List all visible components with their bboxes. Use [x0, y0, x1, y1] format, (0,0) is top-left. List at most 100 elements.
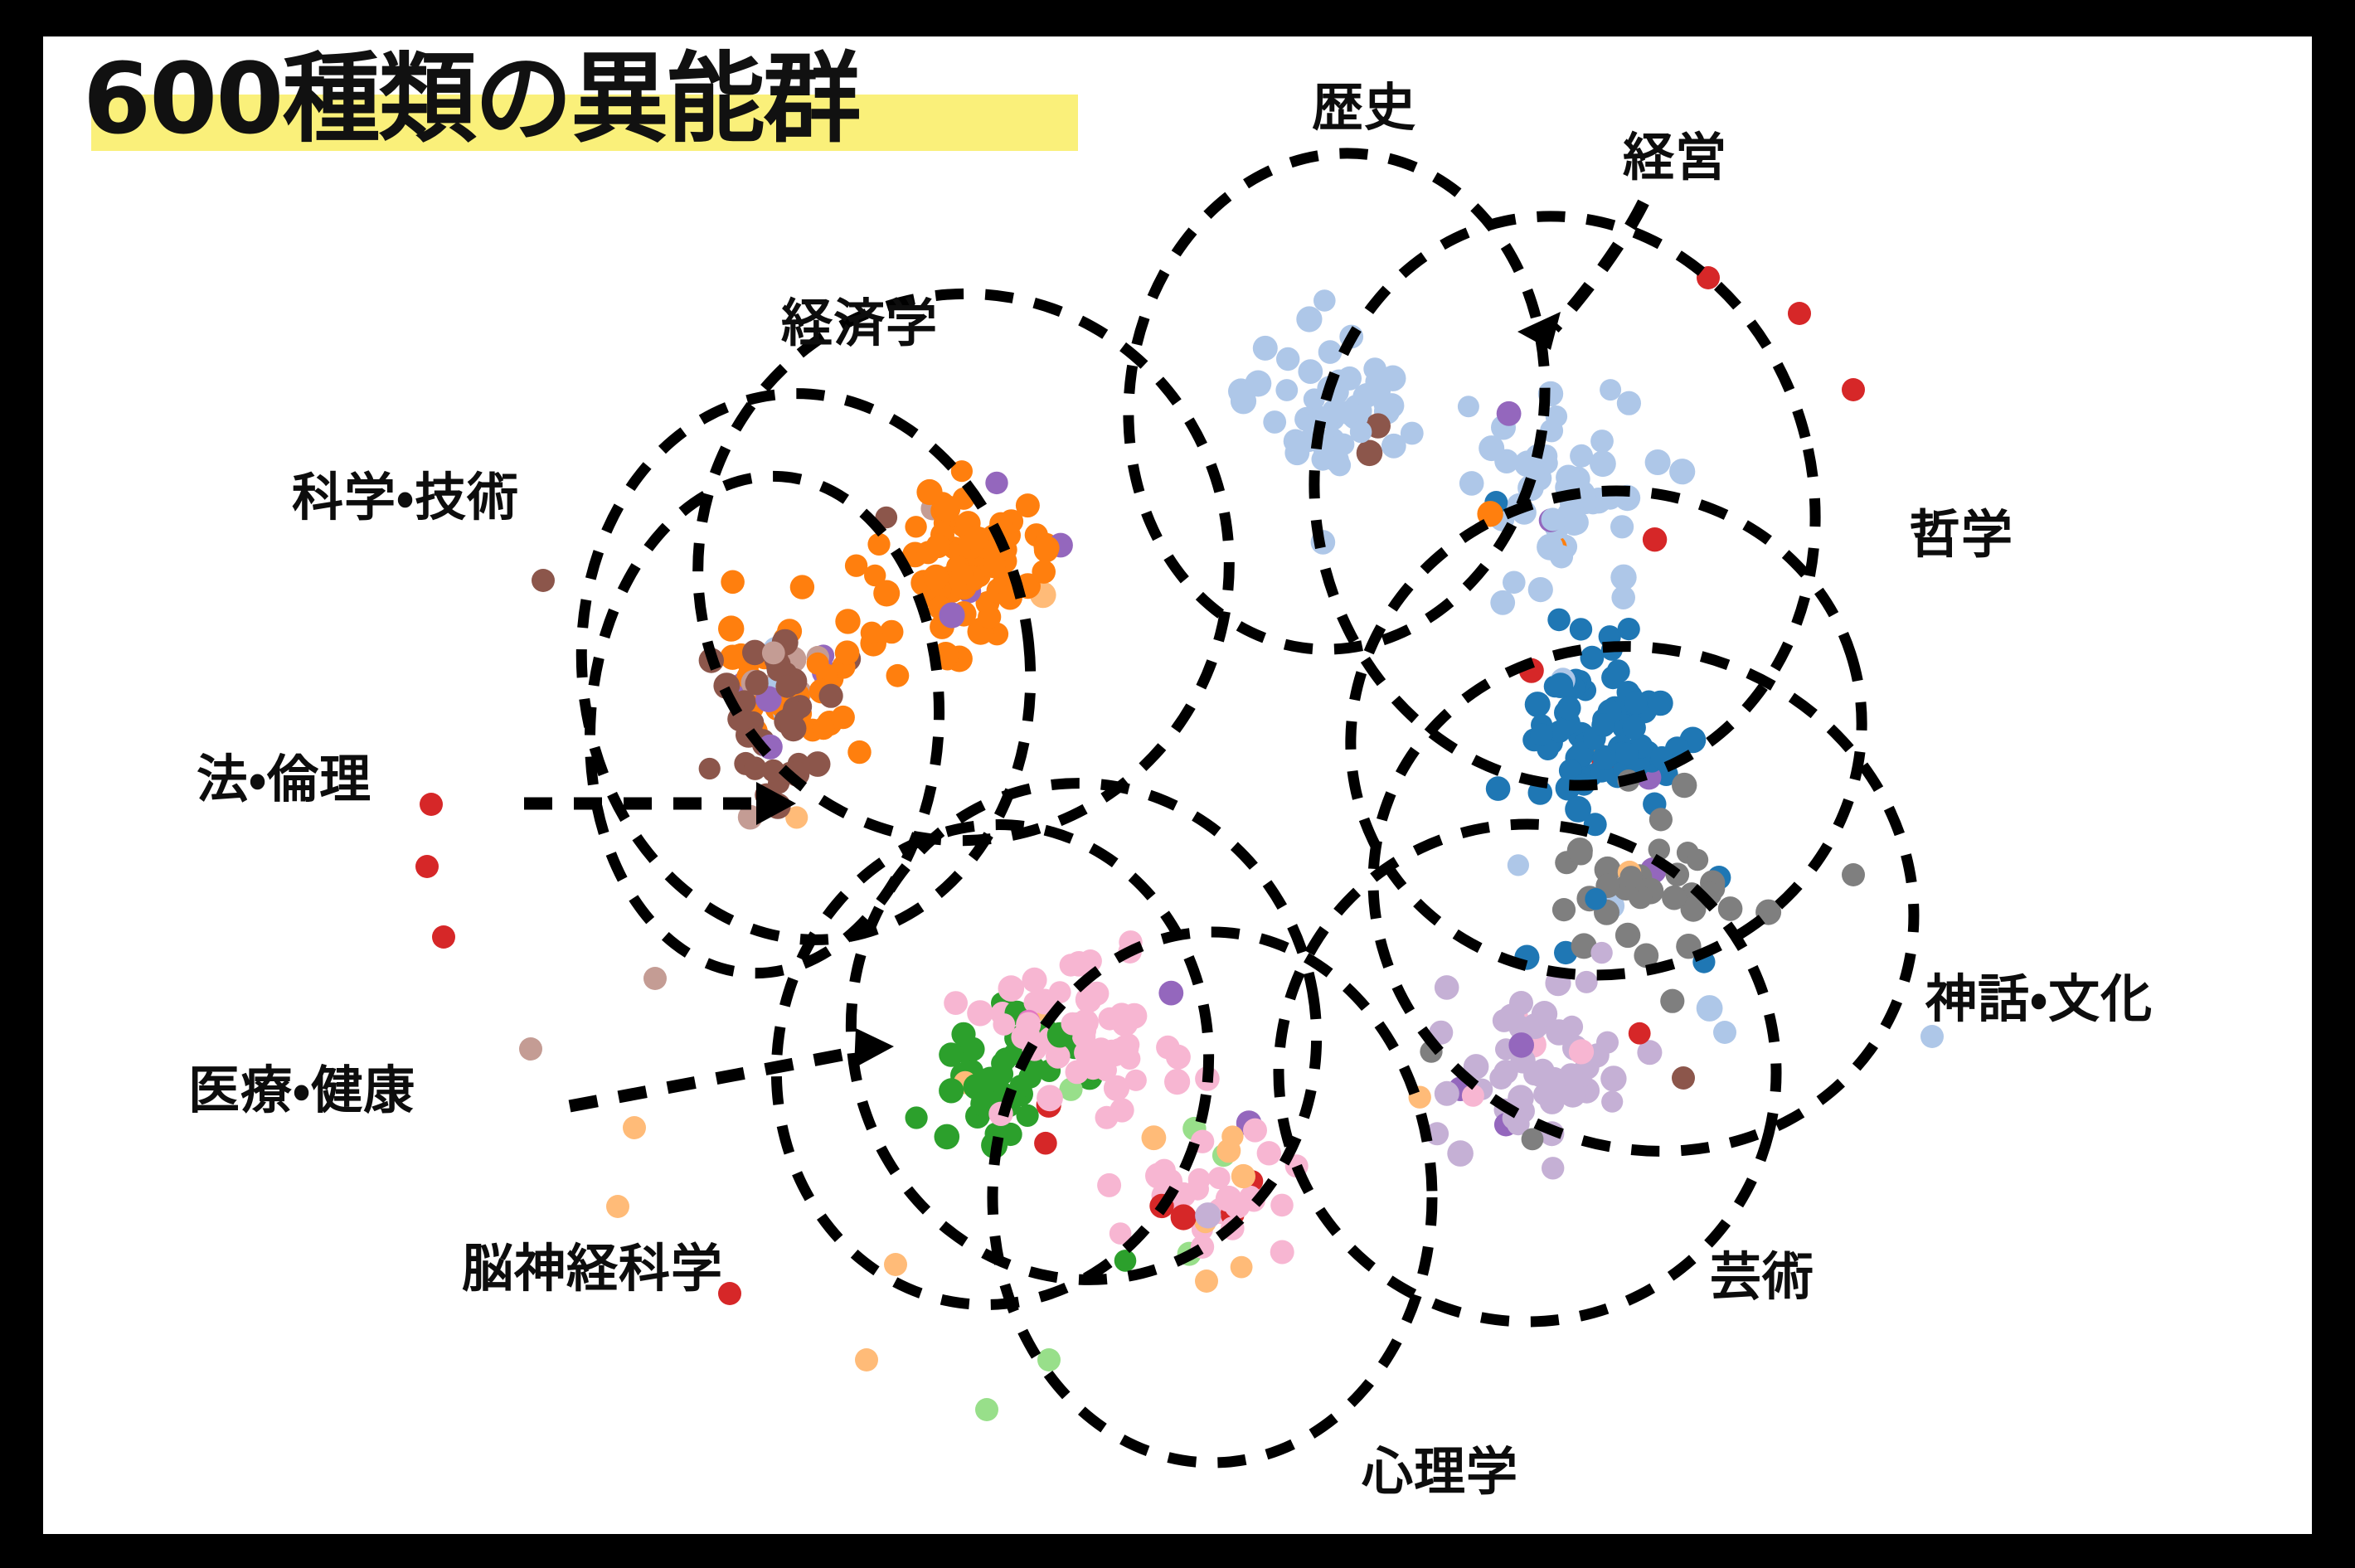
scatter-dot: [1333, 433, 1355, 455]
scatter-dot: [1457, 396, 1479, 418]
scatter-dot: [1590, 450, 1616, 478]
scatter-dot: [951, 563, 974, 585]
scatter-dot: [1788, 302, 1811, 325]
scatter-dot: [1252, 335, 1278, 361]
scatter-dot: [1563, 509, 1589, 536]
scatter-dot: [1078, 949, 1102, 973]
scatter-dot: [835, 609, 861, 634]
annotation-arrow-medicine: [568, 1046, 857, 1113]
scatter-dot: [844, 554, 868, 577]
scatter-dot: [1644, 449, 1671, 475]
scatter-dot: [1207, 1167, 1231, 1190]
scatter-dot: [1507, 854, 1529, 876]
cluster-outline-layer: [575, 148, 1920, 1468]
cluster-label-management: 経営: [1623, 127, 1728, 187]
scatter-dot: [1521, 1128, 1544, 1151]
scatter-dot: [834, 640, 860, 665]
scatter-dot: [886, 663, 910, 687]
scatter-dot: [1634, 943, 1659, 968]
scatter-dot: [1479, 435, 1505, 462]
scatter-dot: [985, 471, 1008, 495]
scatter-dot: [789, 575, 815, 600]
cluster-label-science-tech: 科学・技術: [292, 467, 520, 527]
cluster-label-myth-culture: 神話・文化: [1925, 968, 2153, 1029]
scatter-dot: [1590, 941, 1613, 964]
scatter-dot: [1672, 1066, 1695, 1090]
scatter-dot: [1270, 1240, 1294, 1265]
scatter-dot: [1617, 618, 1640, 641]
cluster-label-law-ethics: 法・倫理: [197, 749, 372, 809]
scatter-dot: [1637, 1040, 1663, 1066]
scatter-dot: [1463, 1054, 1489, 1080]
scatter-dot: [967, 1000, 993, 1027]
scatter-dot: [1559, 1080, 1586, 1108]
scatter-dot: [879, 619, 904, 644]
scatter-dot: [1015, 493, 1040, 518]
scatter-dot: [1110, 1098, 1134, 1123]
scatter-dot: [978, 604, 1002, 629]
cluster-outline: [575, 388, 1037, 945]
scatter-dot: [1570, 444, 1594, 468]
scatter-dot: [1037, 1085, 1063, 1112]
scatter-dot: [1524, 692, 1551, 718]
scatter-dot: [1018, 1065, 1042, 1089]
scatter-dot: [718, 615, 745, 642]
cluster-outline: [770, 819, 1215, 1310]
scatter-dot: [1503, 570, 1526, 595]
scatter-dot: [1447, 1140, 1474, 1167]
scatter-dot: [519, 1037, 542, 1061]
scatter-dot: [1075, 986, 1102, 1013]
scatter-dot: [1541, 507, 1565, 532]
annotation-arrow-management: [1549, 199, 1649, 333]
scatter-dot: [975, 1398, 998, 1421]
scatter-dot: [1231, 1163, 1255, 1189]
scatter-dot: [1546, 1019, 1572, 1046]
cluster-label-neuroscience: 脳神経科学: [462, 1238, 724, 1299]
scatter-dot: [1514, 450, 1541, 478]
scatter-dot: [1033, 537, 1059, 563]
title-highlight-bar: [91, 95, 1078, 151]
page-title: 600種類の異能群: [83, 41, 861, 156]
arrow-head-icon-medicine: [854, 1028, 894, 1068]
scatter-dot: [713, 672, 740, 699]
scatter-dot: [1496, 400, 1522, 426]
scatter-dot: [1622, 716, 1646, 740]
scatter-dot: [1490, 590, 1516, 615]
scatter-dot: [905, 1106, 928, 1129]
cluster-outline: [1345, 485, 1867, 981]
scatter-dot: [1531, 1001, 1558, 1027]
scatter-dot: [1097, 1172, 1122, 1197]
scatter-dot: [855, 1348, 878, 1371]
scatter-dot: [1230, 1255, 1253, 1279]
scatter-dot: [1508, 1032, 1534, 1058]
scatter-dot: [934, 1124, 960, 1150]
scatter-dot: [1600, 1066, 1627, 1092]
scatter-dot: [1672, 772, 1697, 799]
scatter-dot: [950, 460, 973, 483]
cluster-outline: [1273, 818, 1782, 1328]
scatter-dot: [745, 672, 769, 696]
scatter-dot: [1076, 1038, 1101, 1065]
scatter-dot: [1170, 1204, 1197, 1231]
scatter-dot: [1592, 745, 1618, 770]
scatter-dot: [1530, 723, 1553, 746]
scatter-dot: [1165, 1044, 1191, 1070]
scatter-dot: [1648, 808, 1673, 832]
scatter-dot: [1356, 439, 1383, 467]
scatter-dot: [1585, 888, 1607, 910]
scatter-dot: [873, 580, 901, 607]
scatter-dot: [643, 967, 667, 990]
scatter-dot: [1509, 991, 1533, 1015]
scatter-dot: [1566, 837, 1593, 864]
scatter-dot: [420, 793, 443, 816]
scatter-dot: [1662, 885, 1687, 910]
scatter-dot: [1016, 1104, 1039, 1127]
scatter-dot: [1326, 400, 1348, 423]
scatter-dot: [718, 1282, 741, 1305]
scatter-dot: [1046, 1044, 1071, 1069]
scatter-dot: [1059, 954, 1083, 977]
scatter-dot: [916, 478, 943, 506]
scatter-dot: [1493, 1060, 1518, 1085]
scatter-dot: [1642, 527, 1668, 552]
